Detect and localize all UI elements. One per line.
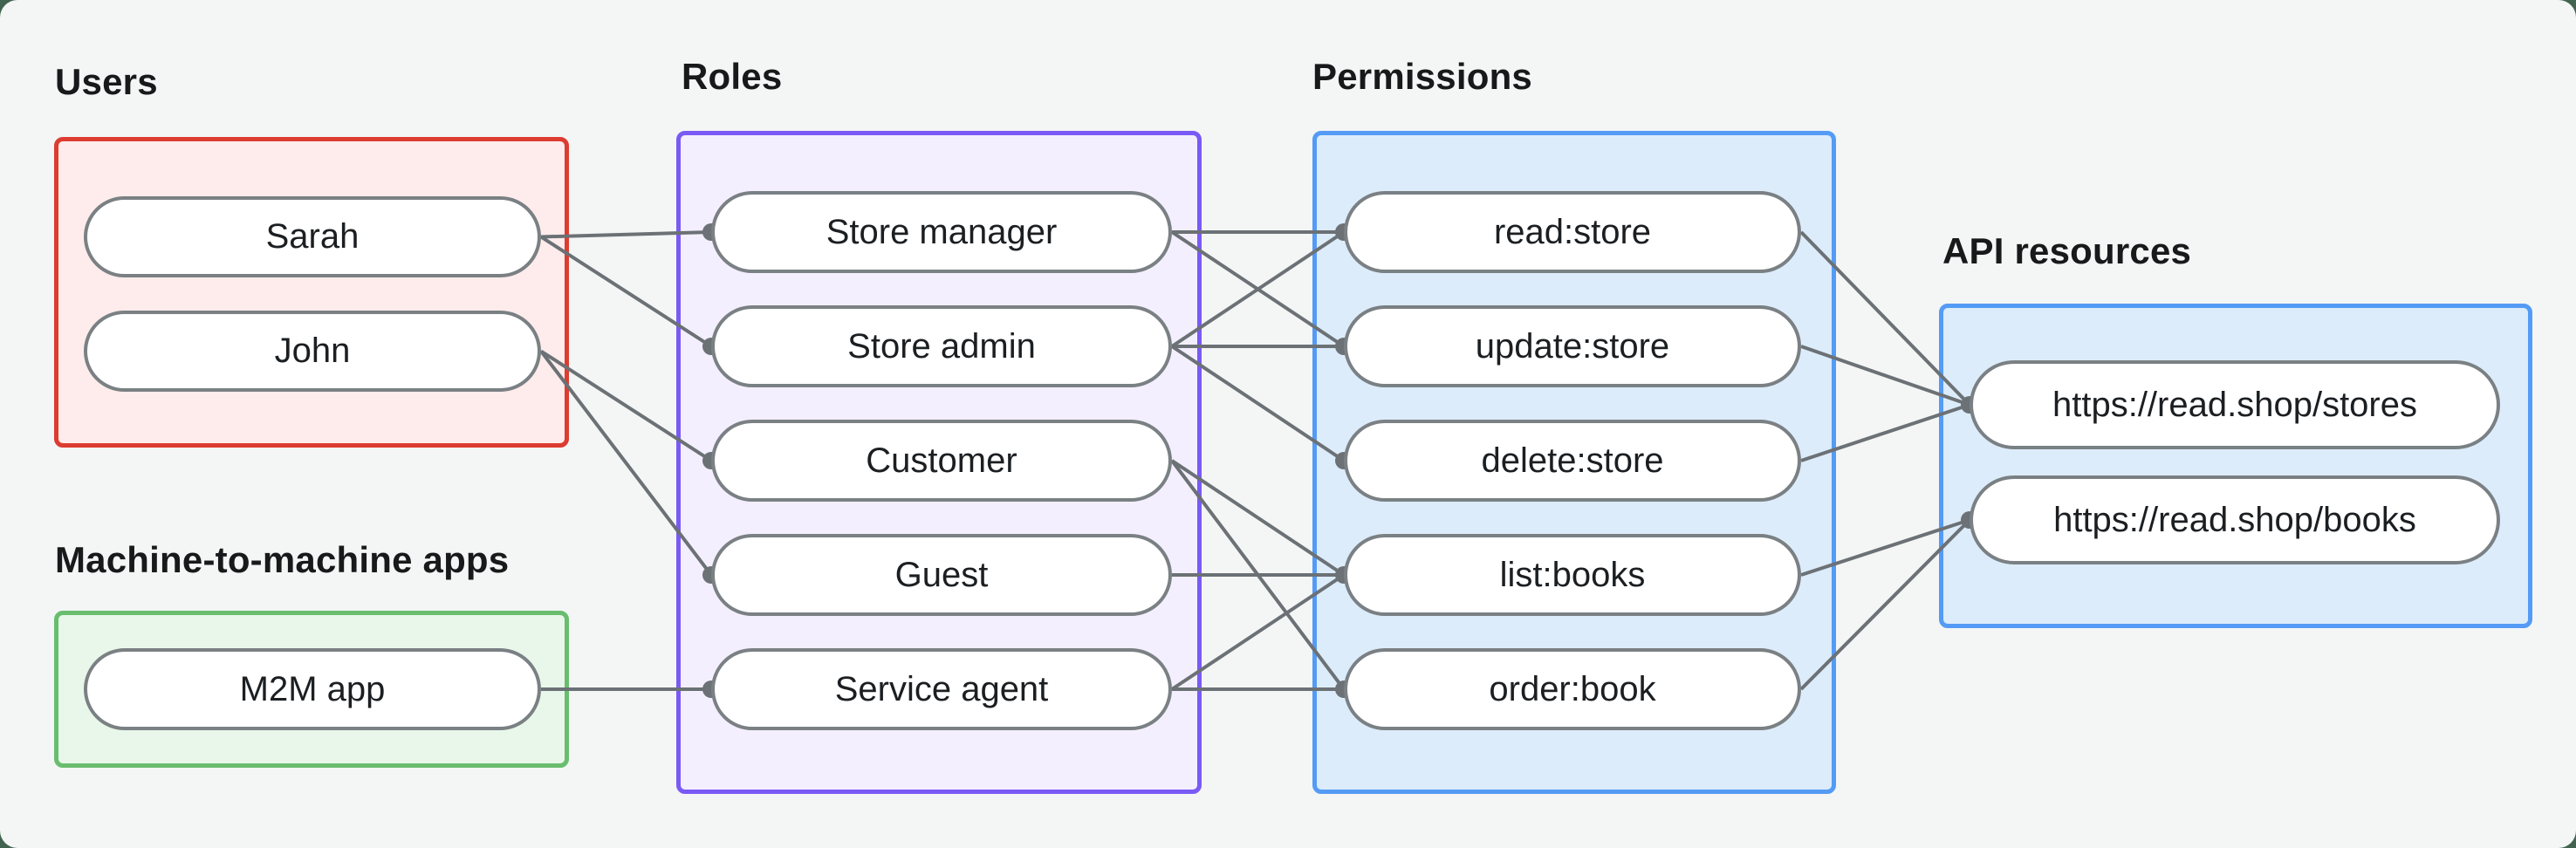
node-pill-delete_store: delete:store [1344,420,1801,502]
node-pill-stores: https://read.shop/stores [1970,360,2500,449]
node-pill-list_books: list:books [1344,534,1801,616]
group-label-m2m: Machine-to-machine apps [55,539,510,580]
node-pill-store_admin: Store admin [711,305,1172,387]
group-label-roles: Roles [682,56,783,97]
node-pill-customer: Customer [711,420,1172,502]
node-pill-books: https://read.shop/books [1970,475,2500,564]
node-pill-john: John [84,311,541,392]
node-pill-sarah: Sarah [84,196,541,277]
group-label-users: Users [55,61,158,102]
node-pill-service_agent: Service agent [711,648,1172,730]
node-pill-update_store: update:store [1344,305,1801,387]
group-label-api: API resources [1942,230,2192,271]
group-box-users [54,137,569,448]
node-pill-m2m_app: M2M app [84,648,541,730]
group-label-permissions: Permissions [1312,56,1532,97]
group-box-api [1939,304,2532,628]
node-pill-order_book: order:book [1344,648,1801,730]
node-pill-guest: Guest [711,534,1172,616]
node-pill-read_store: read:store [1344,191,1801,273]
node-pill-store_manager: Store manager [711,191,1172,273]
